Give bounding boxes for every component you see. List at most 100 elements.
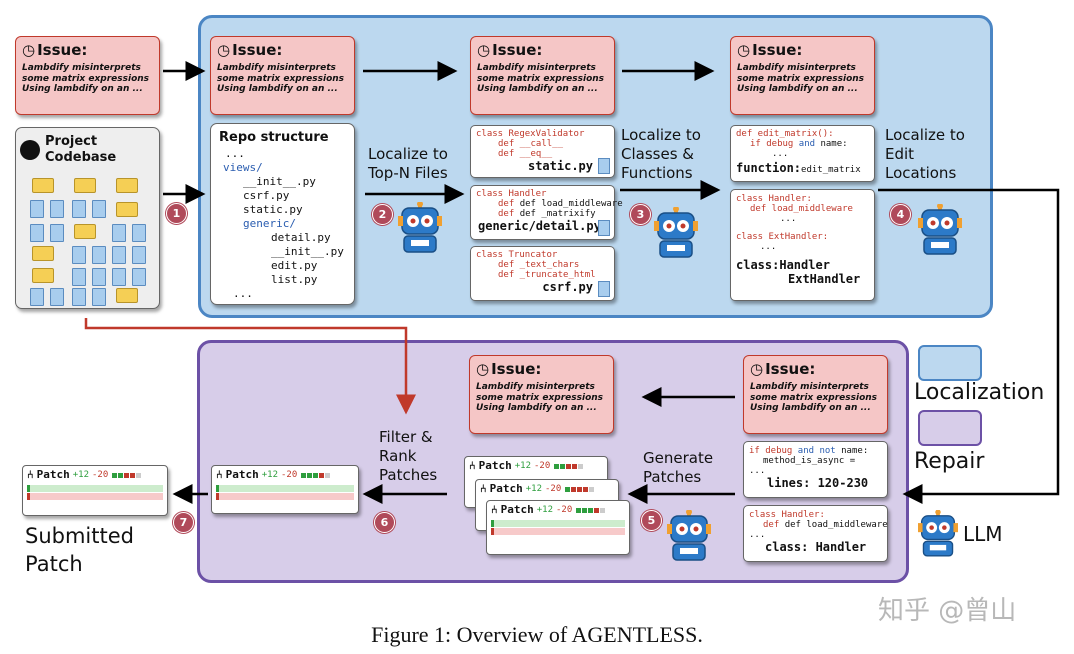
folder-icon	[74, 178, 96, 193]
step-number: 7	[173, 512, 194, 533]
issue-title: Issue:	[765, 360, 816, 378]
submitted-patch: ⑃Patch+12-20	[22, 465, 168, 516]
git-icon: ⑃	[491, 503, 498, 516]
file-icon	[92, 268, 106, 286]
file-icon	[92, 200, 106, 218]
issue-text: Lambdify misinterprets	[477, 63, 596, 73]
issue-text: Using lambdify on an ...	[750, 403, 871, 413]
git-icon: ⑃	[27, 468, 34, 481]
issue-title: Issue:	[491, 360, 542, 378]
file-icon	[72, 268, 86, 286]
git-icon: ⑃	[216, 468, 223, 481]
folder-icon	[116, 288, 138, 303]
issue-text: Using lambdify on an ...	[477, 84, 598, 94]
issue-title: Issue:	[37, 41, 88, 59]
codebase-title: Project	[45, 134, 98, 149]
code-line: def edit_matrix():	[736, 129, 834, 139]
code-line: def load_middleware	[750, 204, 853, 214]
legend-label-repair: Repair	[914, 449, 985, 474]
issue-text: Using lambdify on an ...	[217, 84, 338, 94]
project-codebase: Project Codebase	[15, 127, 160, 309]
folder-icon	[116, 178, 138, 193]
file-snippet: class RegexValidator def __call__ def __…	[470, 125, 615, 178]
repo-line: ...	[233, 287, 253, 300]
clock-icon: ◷	[750, 360, 764, 378]
issue-text: some matrix expressions	[476, 392, 604, 403]
file-snippet: class Truncator def _text_chars def _tru…	[470, 246, 615, 301]
issue-title: Issue:	[232, 41, 283, 59]
codebase-title: Codebase	[45, 150, 117, 165]
code-line: class RegexValidator	[476, 129, 585, 139]
file-icon	[92, 246, 106, 264]
location-label: class: Handler	[765, 540, 867, 554]
step-number: 6	[374, 512, 395, 533]
legend-swatch-localization	[918, 345, 982, 381]
code-line: class Handler:	[736, 194, 812, 204]
file-icon	[92, 288, 106, 306]
issue-text: Using lambdify on an ...	[737, 84, 858, 94]
location-label: ExtHandler	[788, 272, 861, 286]
folder-icon	[32, 178, 54, 193]
legend-swatch-repair	[918, 410, 982, 446]
class-location: class Handler: def load_middleware ... c…	[730, 189, 875, 301]
clock-icon: ◷	[476, 360, 490, 378]
code-line: def __call__	[498, 139, 564, 149]
repo-title: Repo structure	[219, 130, 329, 145]
issue-text: Using lambdify on an ...	[22, 84, 143, 94]
issue-title: Issue:	[752, 41, 803, 59]
repo-line: views/	[223, 161, 263, 174]
git-icon: ⑃	[469, 459, 476, 472]
repo-line: detail.py	[271, 231, 331, 244]
location-label: function:	[736, 161, 802, 175]
file-icon	[598, 158, 610, 174]
file-icon	[132, 246, 146, 264]
clock-icon: ◷	[737, 41, 751, 59]
llm-robot-icon	[918, 204, 962, 255]
issue-text: some matrix expressions	[217, 73, 345, 84]
file-icon	[132, 224, 146, 242]
file-icon	[30, 288, 44, 306]
llm-robot-icon	[918, 510, 958, 557]
repo-line: __init__.py	[271, 245, 344, 258]
github-icon	[20, 140, 40, 160]
file-icon	[598, 220, 610, 236]
repo-line: ...	[225, 147, 245, 160]
edit-location: class Handler: def def load_middleware .…	[743, 505, 888, 562]
repo-line: edit.py	[271, 259, 318, 272]
file-name: csrf.py	[542, 280, 593, 294]
issue-text: Lambdify misinterprets	[217, 63, 336, 73]
issue-title: Issue:	[492, 41, 543, 59]
folder-icon	[74, 224, 96, 239]
issue-text: Lambdify misinterprets	[750, 382, 869, 392]
file-name: generic/detail.py	[478, 219, 601, 233]
folder-icon	[116, 202, 138, 217]
issue-text: some matrix expressions	[22, 73, 150, 84]
ranked-patch: ⑃Patch+12-20	[211, 465, 359, 514]
issue-text: some matrix expressions	[737, 73, 865, 84]
code-line: def _truncate_html	[498, 270, 596, 280]
code-line: def _text_chars	[498, 260, 580, 270]
clock-icon: ◷	[22, 41, 36, 59]
step-number: 1	[166, 203, 187, 224]
repo-line: __init__.py	[243, 175, 316, 188]
issue-text: some matrix expressions	[750, 392, 878, 403]
location-label: lines: 120-230	[767, 476, 869, 490]
llm-robot-icon	[667, 510, 711, 561]
legend-label-localization: Localization	[914, 380, 1045, 405]
repo-line: list.py	[271, 273, 318, 286]
file-icon	[112, 224, 126, 242]
file-icon	[50, 288, 64, 306]
step-number: 3	[630, 204, 651, 225]
file-icon	[598, 281, 610, 297]
location-label: class:Handler	[736, 258, 830, 272]
